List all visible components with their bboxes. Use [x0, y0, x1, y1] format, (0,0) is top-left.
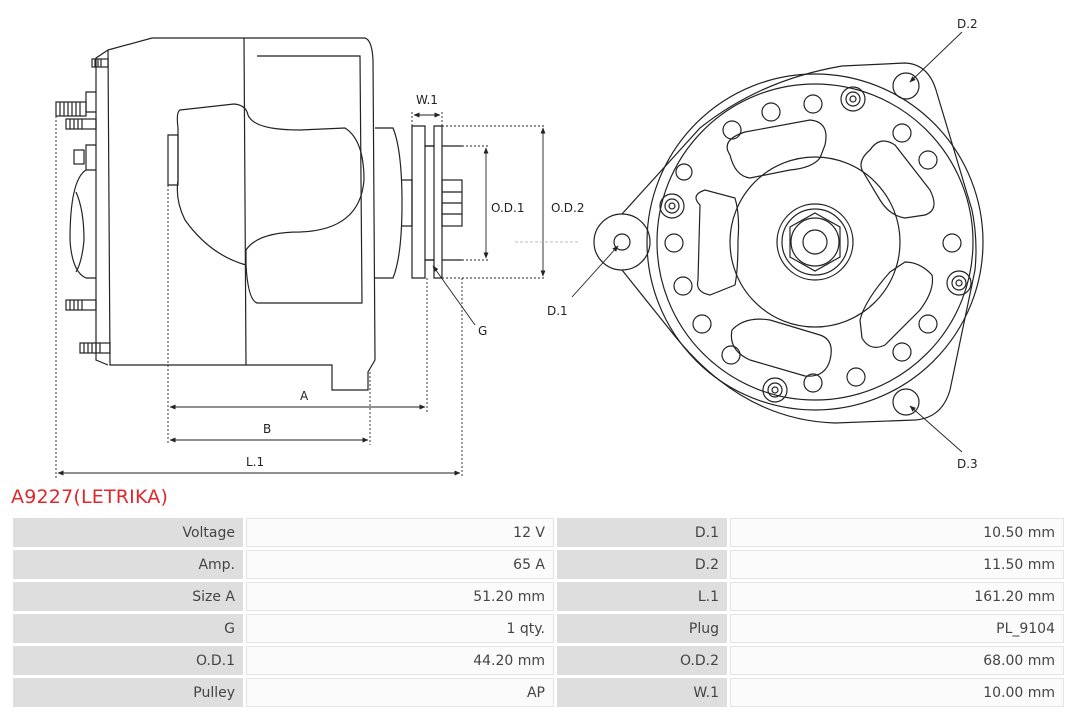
od2-label: O.D.2 — [551, 201, 584, 215]
spec-value: 11.50 mm — [730, 550, 1064, 579]
spoke-slots — [695, 119, 935, 377]
side-view — [55, 37, 463, 391]
spec-label: Voltage — [13, 518, 243, 547]
spec-label: D.1 — [557, 518, 727, 547]
product-title: A9227(LETRIKA) — [11, 486, 169, 508]
spec-label: Size A — [13, 582, 243, 611]
housing-outline — [107, 37, 376, 391]
mount-hole-d2 — [892, 72, 920, 100]
table-row: Amp. 65 A D.2 11.50 mm — [13, 550, 1064, 579]
table-row: Pulley AP W.1 10.00 mm — [13, 678, 1064, 707]
spec-value: 12 V — [246, 518, 554, 547]
table-row: Voltage 12 V D.1 10.50 mm — [13, 518, 1064, 547]
rear-end — [85, 49, 109, 366]
d2-label: D.2 — [957, 17, 978, 31]
vent-holes — [664, 94, 962, 393]
front-housing — [176, 103, 365, 266]
housing-ring — [646, 73, 984, 411]
shaft — [802, 229, 828, 255]
shaft-nut — [789, 212, 841, 272]
spec-value: 65 A — [246, 550, 554, 579]
spec-label: G — [13, 614, 243, 643]
l1-label: L.1 — [246, 455, 264, 469]
spec-value: 10.00 mm — [730, 678, 1064, 707]
spec-value: AP — [246, 678, 554, 707]
spec-value: 1 qty. — [246, 614, 554, 643]
b-label: B — [263, 422, 271, 436]
spec-label: W.1 — [557, 678, 727, 707]
g-label: G — [478, 324, 487, 338]
spec-value: 10.50 mm — [730, 518, 1064, 547]
g-leader — [432, 265, 476, 326]
front-bearing — [375, 127, 403, 279]
pulley — [411, 125, 443, 279]
spec-label: Plug — [557, 614, 727, 643]
spec-label: O.D.1 — [13, 646, 243, 675]
flange-outline — [621, 62, 977, 424]
spec-label: O.D.2 — [557, 646, 727, 675]
w1-label: W.1 — [416, 93, 438, 107]
d1-leader — [571, 245, 619, 298]
mount-hole-d3 — [892, 388, 920, 416]
d1-label: D.1 — [547, 304, 568, 318]
stator-band — [243, 37, 363, 366]
front-view — [593, 62, 984, 424]
spec-value: 44.20 mm — [246, 646, 554, 675]
d3-label: D.3 — [957, 457, 978, 471]
spec-label: D.2 — [557, 550, 727, 579]
spec-value: 68.00 mm — [730, 646, 1064, 675]
specs-table: Voltage 12 V D.1 10.50 mm Amp. 65 A D.2 … — [10, 515, 1067, 710]
rotor-body — [729, 156, 901, 328]
d2-leader — [909, 31, 963, 83]
spec-label: Pulley — [13, 678, 243, 707]
table-row: Size A 51.20 mm L.1 161.20 mm — [13, 582, 1064, 611]
screws — [659, 86, 972, 403]
spec-label: L.1 — [557, 582, 727, 611]
alternator-technical-drawing: W.1 O.D.1 O.D.2 G A B L.1 — [55, 17, 984, 478]
side-view-dimensions — [55, 112, 580, 478]
front-view-leaders — [571, 31, 963, 453]
a-label: A — [300, 389, 309, 403]
spec-value: 161.20 mm — [730, 582, 1064, 611]
spec-label: Amp. — [13, 550, 243, 579]
mount-ear-d1 — [593, 213, 651, 271]
spec-value: 51.20 mm — [246, 582, 554, 611]
d3-leader — [909, 405, 963, 453]
od1-label: O.D.1 — [491, 201, 524, 215]
table-row: O.D.1 44.20 mm O.D.2 68.00 mm — [13, 646, 1064, 675]
studs — [55, 58, 111, 354]
spec-value: PL_9104 — [730, 614, 1064, 643]
table-row: G 1 qty. Plug PL_9104 — [13, 614, 1064, 643]
